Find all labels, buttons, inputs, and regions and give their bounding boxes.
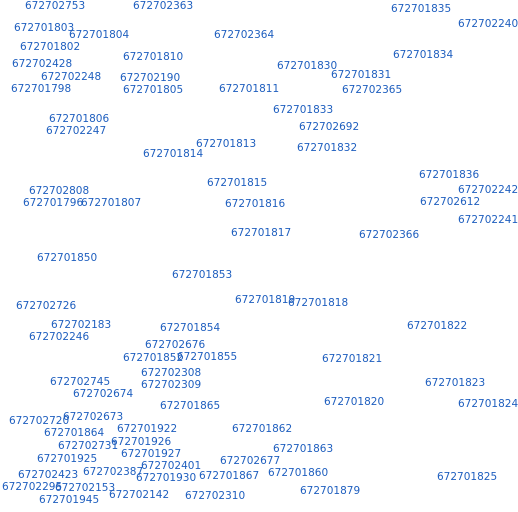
- map-point-label[interactable]: 672701816: [225, 198, 286, 210]
- map-point-label[interactable]: 672702676: [145, 339, 206, 351]
- map-point-label[interactable]: 672702428: [12, 58, 73, 70]
- map-point-label[interactable]: 672701813: [196, 138, 257, 150]
- map-point-label[interactable]: 672702692: [299, 121, 360, 133]
- map-point-label[interactable]: 672702295: [2, 481, 63, 493]
- map-point-label[interactable]: 672702387: [83, 466, 144, 478]
- map-point-label[interactable]: 672702247: [46, 125, 107, 137]
- map-point-label[interactable]: 672701820: [324, 396, 385, 408]
- map-point-label[interactable]: 672701853: [172, 269, 233, 281]
- map-point-label[interactable]: 672701822: [407, 320, 468, 332]
- map-point-label[interactable]: 672701823: [425, 377, 486, 389]
- map-point-label[interactable]: 672701802: [20, 41, 81, 53]
- map-point-label[interactable]: 672701945: [39, 494, 100, 506]
- map-point-label[interactable]: 672701860: [268, 467, 329, 479]
- map-point-label[interactable]: 672701811: [219, 83, 280, 95]
- map-point-label[interactable]: 672701852: [123, 352, 184, 364]
- map-point-label[interactable]: 672702365: [342, 84, 403, 96]
- map-point-label[interactable]: 672701814: [143, 148, 204, 160]
- map-point-label[interactable]: 672701803: [14, 22, 75, 34]
- map-point-label[interactable]: 672701867: [199, 470, 260, 482]
- map-point-label[interactable]: 672702241: [458, 214, 518, 226]
- map-point-label[interactable]: 672702753: [25, 0, 86, 12]
- map-point-label[interactable]: 672701831: [331, 69, 392, 81]
- map-point-label[interactable]: 672702745: [50, 376, 111, 388]
- map-point-label[interactable]: 672701850: [37, 252, 98, 264]
- map-point-label[interactable]: 672701926: [111, 436, 172, 448]
- map-point-label[interactable]: 672701927: [121, 448, 182, 460]
- map-point-label[interactable]: 672701862: [232, 423, 293, 435]
- map-point-label[interactable]: 672702153: [55, 482, 116, 494]
- map-point-label[interactable]: 672702731: [58, 440, 119, 452]
- map-point-label[interactable]: 672701832: [297, 142, 358, 154]
- map-point-label[interactable]: 672702363: [133, 0, 194, 12]
- map-point-label[interactable]: 672702366: [359, 229, 420, 241]
- map-point-label[interactable]: 672701804: [69, 29, 130, 41]
- map-point-label[interactable]: 672701879: [300, 485, 361, 497]
- map-point-label[interactable]: 672701810: [123, 51, 184, 63]
- map-point-label[interactable]: 672701824: [458, 398, 518, 410]
- map-point-label[interactable]: 672702401: [141, 460, 202, 472]
- map-point-label[interactable]: 672702808: [29, 185, 90, 197]
- map-point-label[interactable]: 672702310: [185, 490, 246, 502]
- map-point-label[interactable]: 672701930: [136, 472, 197, 484]
- map-point-label[interactable]: 672702673: [63, 411, 124, 423]
- map-point-label[interactable]: 672701798: [11, 83, 72, 95]
- map-point-label[interactable]: 672701854: [160, 322, 221, 334]
- map-point-label[interactable]: 672702246: [29, 331, 90, 343]
- map-point-label[interactable]: 672701833: [273, 104, 334, 116]
- map-point-label[interactable]: 672702612: [420, 196, 481, 208]
- map-point-label[interactable]: 672701835: [391, 3, 452, 15]
- map-point-label[interactable]: 672701925: [37, 453, 98, 465]
- map-point-label[interactable]: 672702677: [220, 455, 281, 467]
- map-point-label[interactable]: 672701815: [207, 177, 268, 189]
- map-point-label[interactable]: 672701830: [277, 60, 338, 72]
- map-point-label[interactable]: 672702674: [73, 388, 134, 400]
- map-point-label[interactable]: 672702183: [51, 319, 112, 331]
- map-point-label[interactable]: 672702190: [120, 72, 181, 84]
- map-point-label[interactable]: 672701818: [288, 297, 349, 309]
- map-point-label[interactable]: 672702309: [141, 379, 202, 391]
- map-point-label[interactable]: 672701922: [117, 423, 178, 435]
- map-point-label[interactable]: 672701821: [322, 353, 383, 365]
- map-point-label[interactable]: 672701825: [437, 471, 498, 483]
- map-point-label[interactable]: 672702726: [16, 300, 77, 312]
- map-point-label[interactable]: 672702240: [458, 18, 518, 30]
- map-point-label[interactable]: 672701836: [419, 169, 480, 181]
- map-point-label[interactable]: 672701796: [23, 197, 84, 209]
- map-point-label[interactable]: 672701864: [44, 427, 105, 439]
- map-point-label[interactable]: 672701855: [177, 351, 238, 363]
- map-point-label[interactable]: 672702142: [109, 489, 170, 501]
- map-point-label[interactable]: 672701865: [160, 400, 221, 412]
- map-point-label[interactable]: 672701817: [231, 227, 292, 239]
- map-point-label[interactable]: 672702364: [214, 29, 275, 41]
- map-point-label[interactable]: 672701863: [273, 443, 334, 455]
- map-point-label[interactable]: 672701805: [123, 84, 184, 96]
- map-point-label[interactable]: 672701819: [235, 294, 296, 306]
- map-point-label[interactable]: 672701807: [81, 197, 142, 209]
- map-point-label[interactable]: 672702248: [41, 71, 102, 83]
- map-point-label[interactable]: 672702308: [141, 367, 202, 379]
- map-point-label[interactable]: 672702423: [18, 469, 79, 481]
- map-point-label[interactable]: 672701834: [393, 49, 454, 61]
- map-point-label[interactable]: 672702720: [9, 415, 70, 427]
- map-point-label[interactable]: 672702242: [458, 184, 518, 196]
- map-point-label[interactable]: 672701806: [49, 113, 110, 125]
